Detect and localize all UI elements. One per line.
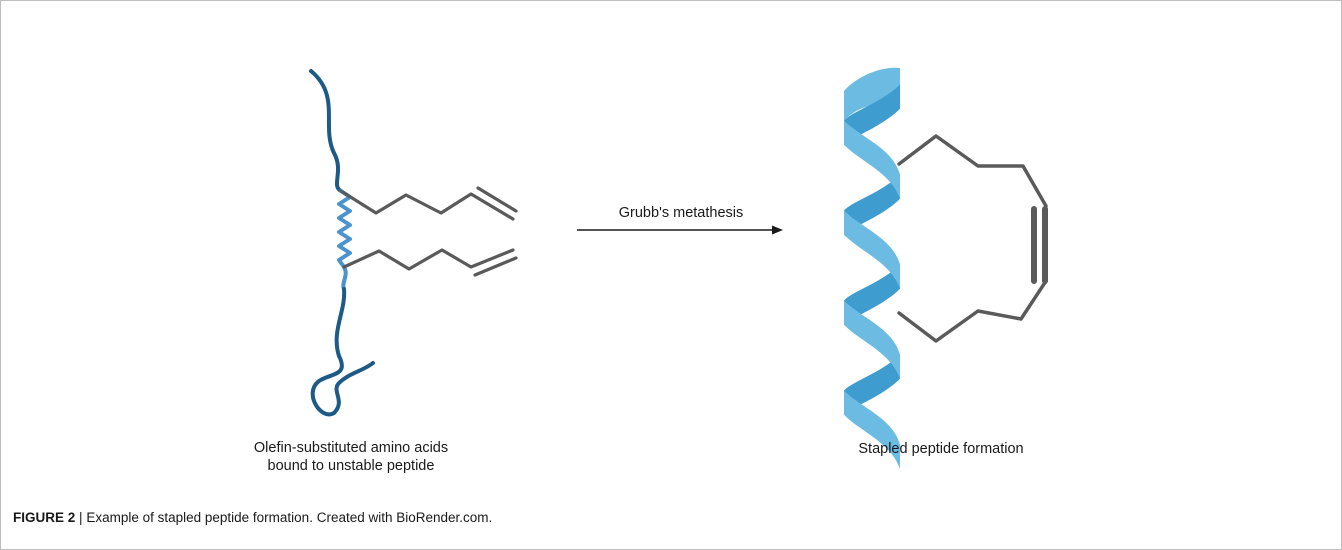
unstable-peptide-label-line1: Olefin-substituted amino acids — [253, 440, 449, 456]
unstable-peptide-label-line2: bound to unstable peptide — [267, 458, 435, 474]
unstable-peptide — [309, 69, 518, 417]
hydrocarbon-staple — [897, 134, 1048, 343]
olefin-sidechain-lower — [342, 248, 515, 271]
peptide-chain-top — [309, 69, 343, 193]
stapled-peptide-label: Stapled peptide formation — [858, 441, 1024, 457]
helix-top-ribbon — [844, 67, 900, 121]
helix-back-ribbon — [844, 84, 900, 145]
caption-separator: | — [79, 510, 83, 525]
unstable-peptide-label: Olefin-substituted amino acids bound to … — [251, 439, 451, 475]
alpha-helix — [844, 67, 900, 469]
staple-double-bond-left — [1031, 206, 1037, 284]
staple-upper-arm — [897, 134, 1048, 208]
olefin-double-bond-upper — [476, 186, 518, 213]
olefin-double-bond-lower — [473, 256, 518, 277]
peptide-zigzag-segment — [337, 189, 352, 291]
helix-front-ribbon — [844, 120, 900, 199]
staple-double-bond-right — [1042, 206, 1048, 284]
helix-back-ribbon — [844, 264, 900, 325]
reaction-arrow — [577, 225, 783, 235]
helix-front-ribbon — [844, 210, 900, 289]
figure-id: FIGURE 2 — [13, 510, 76, 525]
caption-text: Example of stapled peptide formation. Cr… — [86, 510, 493, 525]
staple-lower-arm — [897, 279, 1048, 343]
peptide-chain-bottom — [310, 287, 375, 417]
figure-caption: FIGURE 2 | Example of stapled peptide fo… — [13, 510, 492, 525]
arrow-head — [772, 225, 783, 235]
olefin-sidechain-upper — [339, 189, 515, 221]
helix-front-ribbon — [844, 390, 900, 469]
helix-front-ribbon — [844, 300, 900, 379]
helix-back-ribbon — [844, 174, 900, 235]
helix-back-ribbon — [844, 354, 900, 415]
reaction-label: Grubb's metathesis — [618, 205, 744, 221]
